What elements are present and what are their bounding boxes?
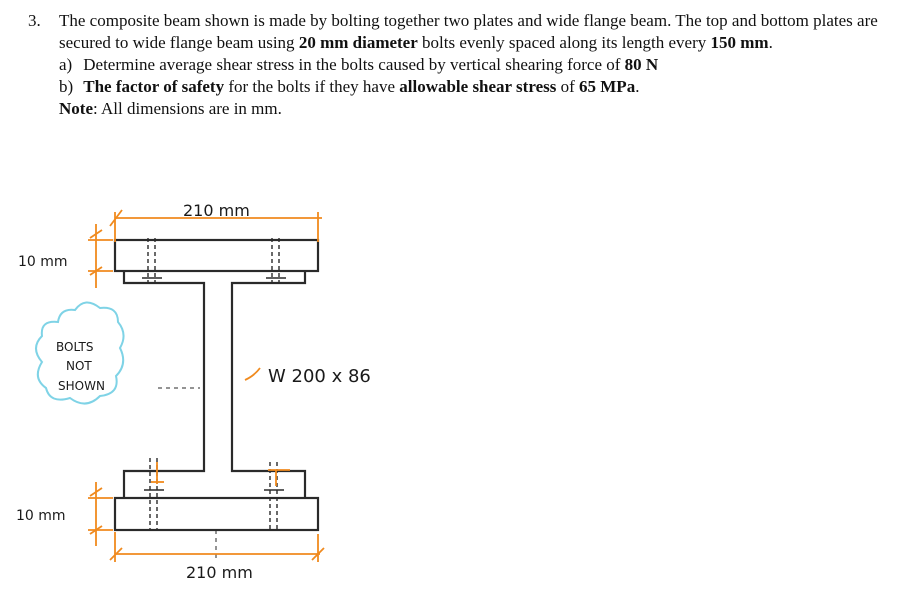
bolts-note-line-2: NOT bbox=[66, 359, 92, 373]
question-number: 3. bbox=[28, 11, 41, 30]
top-plate bbox=[113, 238, 320, 273]
top-thickness-label: 10 mm bbox=[18, 254, 68, 270]
flange-left bbox=[122, 271, 206, 498]
bolt-spacing: 150 mm bbox=[710, 33, 769, 52]
note: Note: All dimensions are in mm. bbox=[59, 99, 282, 118]
beam-label-leader bbox=[244, 367, 261, 381]
top-width-label: 210 mm bbox=[183, 201, 250, 220]
beam-figure: 210 mm 210 mm 10 mm 10 mm BOLTS NOT SHOW… bbox=[0, 150, 900, 588]
beam-cross-section-diagram: 210 mm 210 mm 10 mm 10 mm BOLTS NOT SHOW… bbox=[16, 201, 371, 582]
bolt-marks bbox=[142, 238, 286, 530]
bolts-note-line-1: BOLTS bbox=[56, 340, 93, 354]
flange-right bbox=[230, 271, 307, 498]
allowable-stress: 65 MPa bbox=[579, 77, 636, 96]
bolts-note-line-3: SHOWN bbox=[58, 379, 105, 393]
dimension-lines bbox=[88, 209, 325, 562]
beam-designation-label: W 200 x 86 bbox=[268, 366, 371, 387]
shear-force: 80 N bbox=[624, 55, 659, 74]
problem-statement: 3. The composite beam shown is made by b… bbox=[28, 10, 878, 120]
center-line bbox=[158, 387, 217, 562]
part-a: a) Determine average shear stress in the… bbox=[59, 55, 659, 74]
bolt-diameter: 20 mm diameter bbox=[298, 33, 418, 52]
part-b: b) The factor of safety for the bolts if… bbox=[59, 77, 640, 96]
bolts-note-cloud bbox=[35, 301, 125, 405]
bottom-width-label: 210 mm bbox=[186, 563, 253, 582]
bottom-plate bbox=[113, 496, 320, 532]
problem-intro: The composite beam shown is made by bolt… bbox=[59, 11, 878, 52]
bottom-thickness-label: 10 mm bbox=[16, 508, 66, 524]
